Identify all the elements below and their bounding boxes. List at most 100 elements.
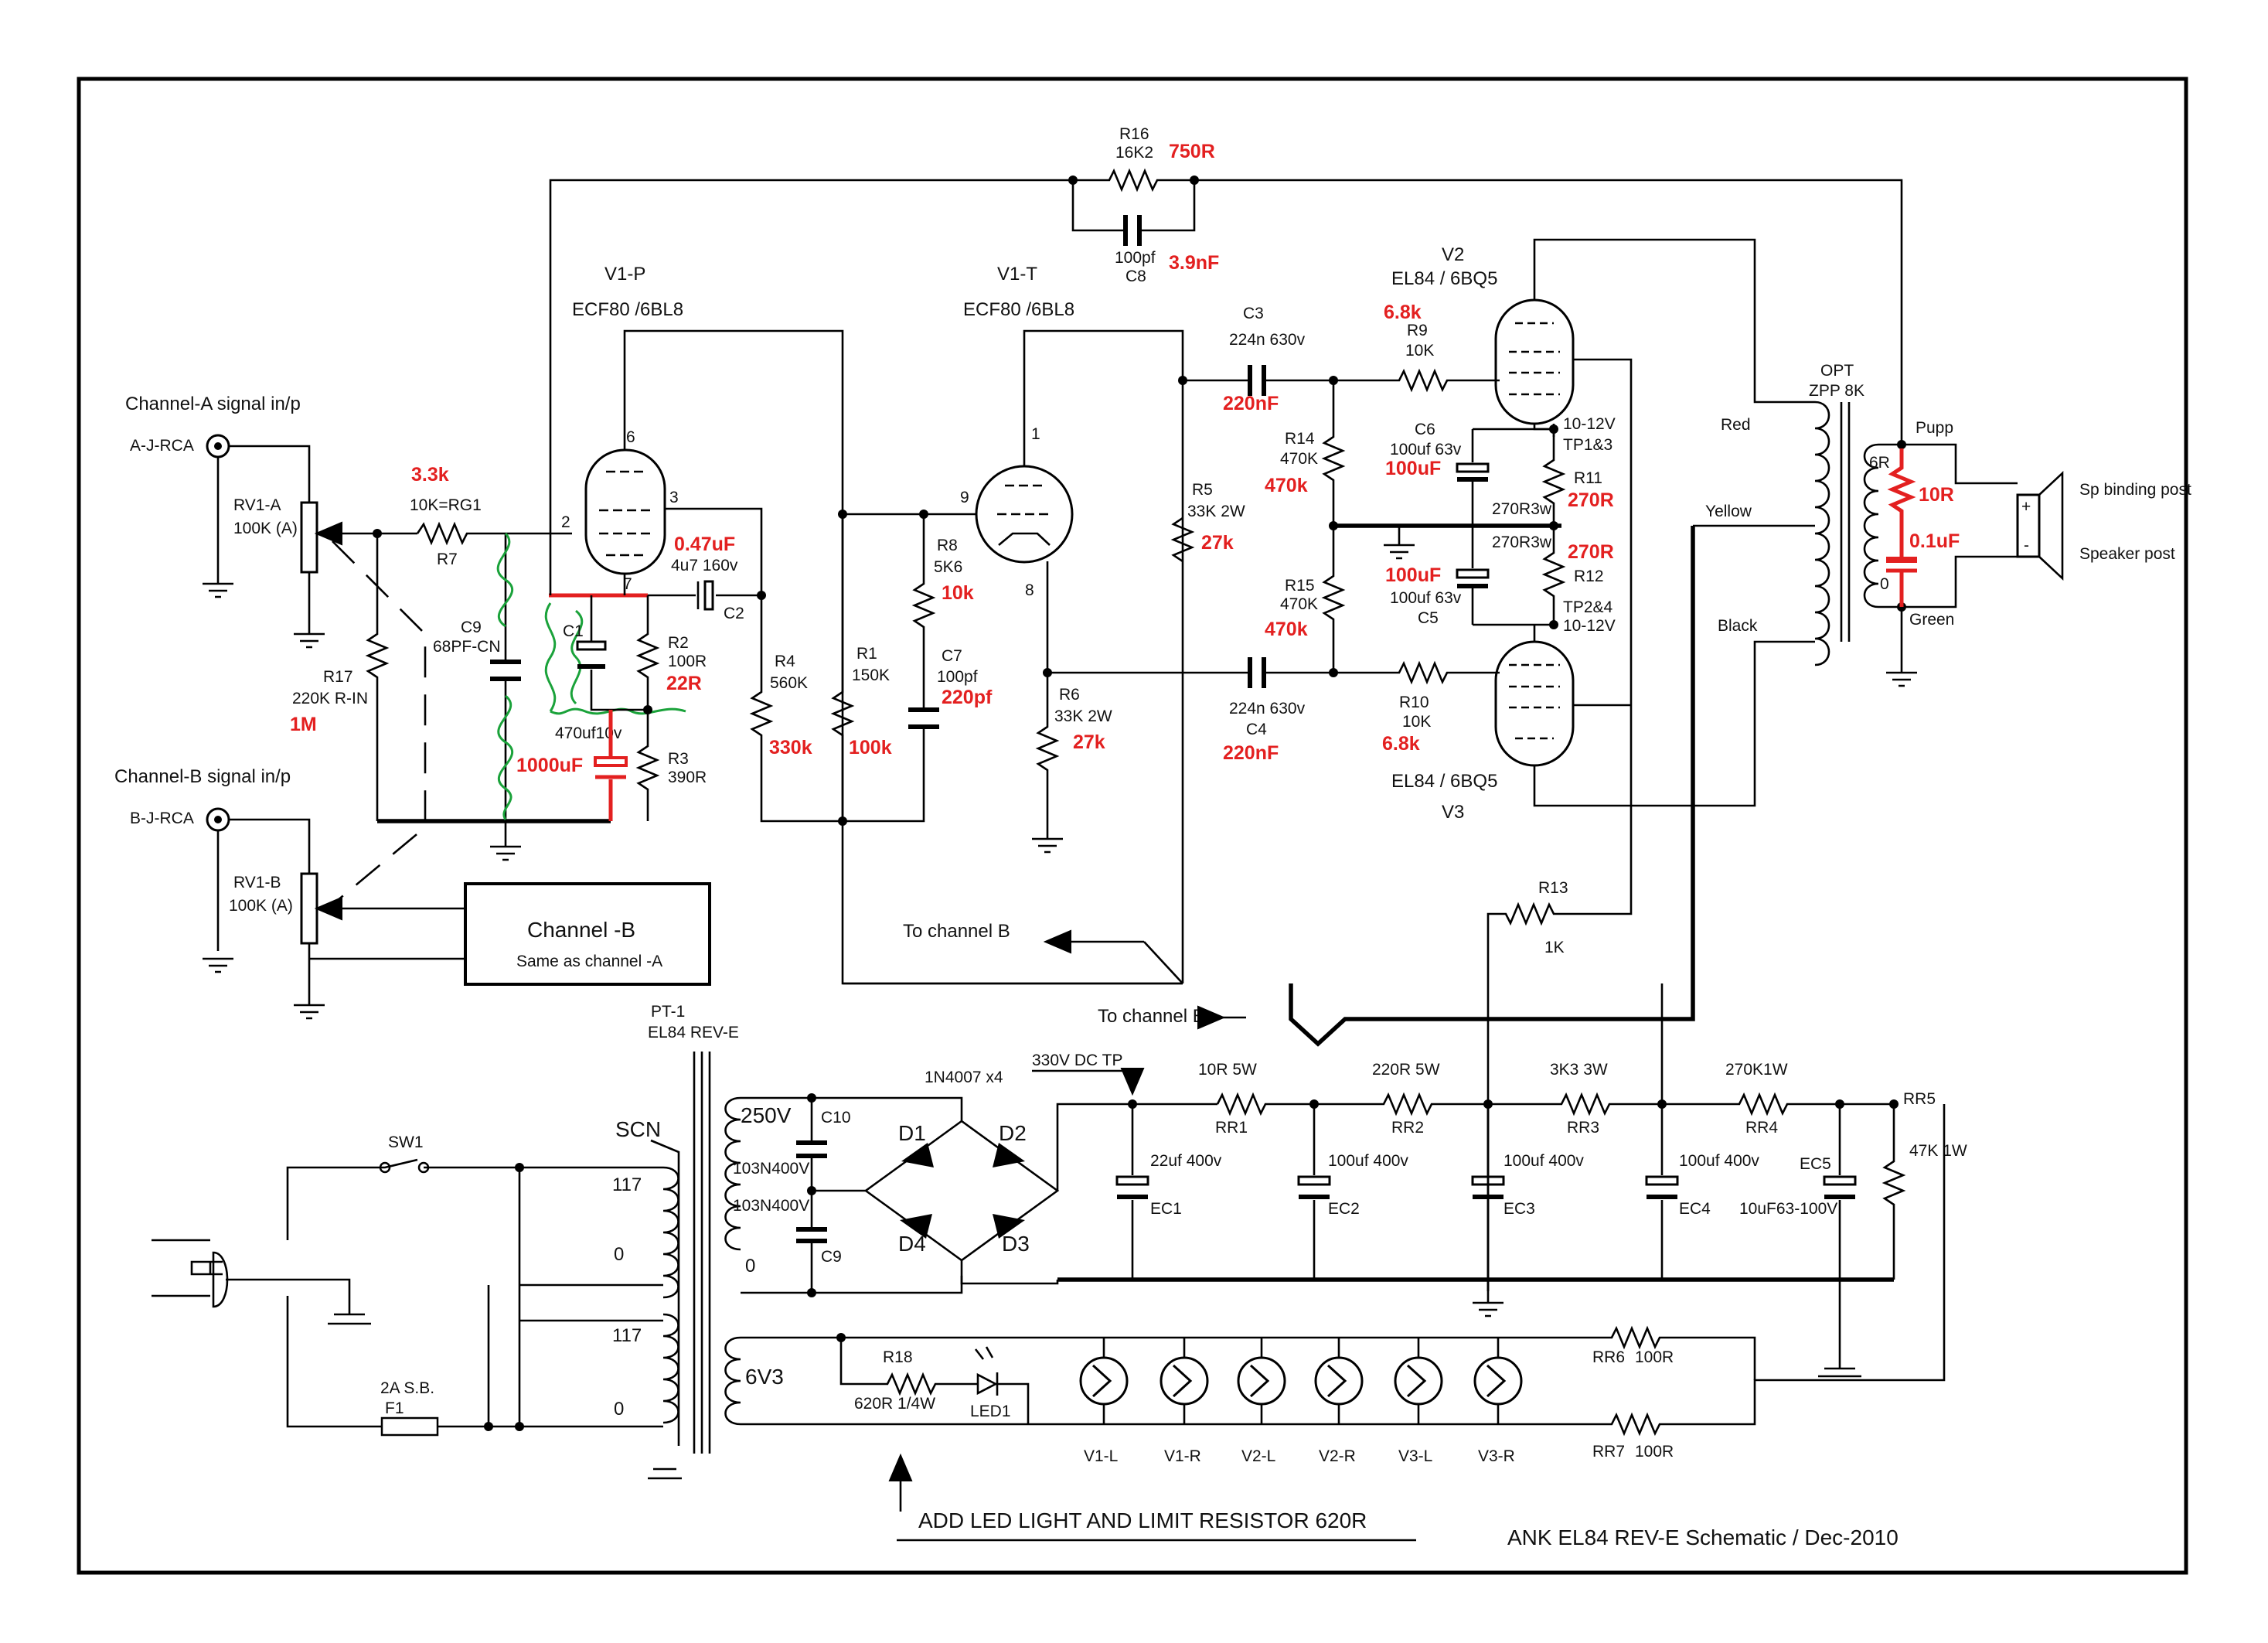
- pt-type: EL84 REV-E: [648, 1024, 739, 1041]
- c4-value: 224n 630v: [1229, 700, 1306, 718]
- diode-type: 1N4007 x4: [925, 1069, 1003, 1086]
- mains-plug-icon: [152, 1239, 223, 1297]
- rr4-value: 270K1W: [1725, 1061, 1788, 1079]
- c10-name: C10: [821, 1109, 851, 1127]
- v3-type: EL84 / 6BQ5: [1391, 771, 1497, 792]
- ec5-name: EC5: [1800, 1155, 1831, 1173]
- heater-filament-icon: [1079, 1356, 1129, 1406]
- d2-label: D2: [999, 1121, 1027, 1145]
- c1-value: 470uf10v: [555, 724, 622, 742]
- rca-jack-a-pin-icon: [214, 442, 222, 450]
- c10-value: 103N400V: [733, 1160, 809, 1178]
- opt-black-lead: Black: [1718, 617, 1758, 635]
- r13-value: 1K: [1544, 939, 1565, 956]
- v1t-type: ECF80 /6BL8: [963, 299, 1074, 320]
- v1t-tube: [975, 465, 1074, 564]
- v2-type: EL84 / 6BQ5: [1391, 268, 1497, 289]
- pin-9: 9: [960, 489, 969, 506]
- feedback-network: R16 16K2 750R 100pf C8 3.9nF: [1068, 125, 1903, 445]
- rv1-b-potentiometer: [300, 872, 318, 945]
- rv1-a-name: RV1-A: [233, 496, 281, 514]
- sec-6v3: 6V3: [745, 1365, 784, 1389]
- drawing-title: ANK EL84 REV-E Schematic / Dec-2010: [1507, 1525, 1899, 1549]
- heater-label: V3-L: [1398, 1447, 1432, 1465]
- r3-name: R3: [668, 750, 689, 768]
- coupling-network: C3 224n 630v 220nF 224n 630v C4 220nF R1…: [1178, 302, 1561, 764]
- c2-value: 4u7 160v: [671, 557, 738, 574]
- tp24-volt: 10-12V: [1563, 617, 1616, 635]
- tp13-volt: 10-12V: [1563, 415, 1616, 433]
- v3-tube: [1494, 640, 1575, 767]
- c4-name: C4: [1246, 721, 1267, 738]
- speaker-cone-icon: [2038, 471, 2064, 581]
- led1-label: LED1: [970, 1403, 1011, 1420]
- pin-8: 8: [1025, 581, 1034, 599]
- output-stage: V2 EL84 / 6BQ5 EL84 / 6BQ5 V3 R13 1K C6 …: [1385, 238, 1770, 1291]
- r6-value: 33K 2W: [1054, 707, 1112, 725]
- r17-name: R17: [323, 668, 353, 686]
- opt-type: ZPP 8K: [1809, 382, 1864, 400]
- r5-mod: 27k: [1201, 532, 1234, 554]
- rr5-value: 47K 1W: [1909, 1142, 1967, 1160]
- led1-icon: [976, 1372, 1030, 1424]
- r8-mod: 10k: [942, 582, 974, 604]
- rr5-name: RR5: [1903, 1090, 1936, 1108]
- rv1-b-value: 100K (A): [229, 897, 293, 915]
- r6-name: R6: [1059, 686, 1080, 704]
- c8-value: 100pf: [1115, 249, 1156, 267]
- ground-icon: [294, 572, 325, 649]
- tp-330v: 330V DC TP: [1032, 1052, 1123, 1069]
- d4-label: D4: [898, 1232, 926, 1256]
- sw1-switch-icon[interactable]: [379, 1161, 391, 1174]
- rr3-value: 3K3 3W: [1550, 1061, 1608, 1079]
- speaker-icon: [2016, 493, 2041, 558]
- heater-label: V1-L: [1084, 1447, 1118, 1465]
- tap-0-a: 0: [614, 1244, 624, 1265]
- c6-value: 100uf 63v: [1390, 441, 1462, 458]
- to-channel-b-lower: To channel B: [1098, 1006, 1205, 1027]
- heater-label: V3-R: [1478, 1447, 1515, 1465]
- r8-value: 5K6: [934, 558, 962, 576]
- opt-green: Green: [1909, 611, 1954, 629]
- speaker-plus: +: [2021, 498, 2031, 516]
- power-supply: PT-1 EL84 REV-E SCN SW1 2A S.B. F1 117 0…: [152, 983, 1967, 1480]
- v3-name: V3: [1442, 802, 1464, 823]
- r2-mod: 22R: [666, 673, 702, 694]
- sec-250v: 250V: [741, 1103, 792, 1127]
- r6-mod: 27k: [1073, 731, 1105, 753]
- channel-b-box-sub: Same as channel -A: [516, 953, 662, 970]
- opt-6r: 6R: [1869, 454, 1890, 472]
- d3-label: D3: [1002, 1232, 1030, 1256]
- heater-label: V2-R: [1319, 1447, 1356, 1465]
- c7-name: C7: [942, 647, 962, 665]
- r4-mod: 330k: [769, 737, 812, 758]
- rr2-name: RR2: [1391, 1119, 1424, 1137]
- heater-filament-icon: [1160, 1356, 1209, 1406]
- rr7-name: RR7: [1592, 1443, 1625, 1461]
- channel-b-jack-label: B-J-RCA: [130, 810, 194, 827]
- pin-2: 2: [561, 513, 570, 531]
- r9-name: R9: [1407, 322, 1428, 339]
- pt-name: PT-1: [651, 1003, 685, 1021]
- pin-3: 3: [669, 489, 679, 506]
- c9-value: 68PF-CN: [433, 638, 501, 656]
- rv1-a-potentiometer: [300, 501, 318, 574]
- channel-a-title: Channel-A signal in/p: [125, 394, 301, 414]
- r11-value: 270R3w: [1492, 500, 1552, 518]
- c8-mod: 3.9nF: [1169, 252, 1219, 274]
- rr4-name: RR4: [1745, 1119, 1778, 1137]
- opt-r-mod: 10R: [1919, 484, 1954, 506]
- r8-name: R8: [937, 537, 958, 554]
- ground-icon: [490, 821, 521, 861]
- r15-value: 470K: [1280, 595, 1318, 613]
- rr1-name: RR1: [1215, 1119, 1248, 1137]
- r9-mod: 6.8k: [1384, 302, 1422, 323]
- opt-pupp: Pupp: [1916, 419, 1953, 437]
- ground-icon: [294, 943, 325, 1020]
- r13-name: R13: [1538, 879, 1568, 897]
- c9-psu-name: C9: [821, 1248, 842, 1266]
- output-transformer: OPT ZPP 8K Red Yellow Black Pupp 6R 0 Gr…: [1289, 362, 2191, 1047]
- r10-mod: 6.8k: [1382, 733, 1420, 755]
- ec4-name: EC4: [1679, 1200, 1711, 1218]
